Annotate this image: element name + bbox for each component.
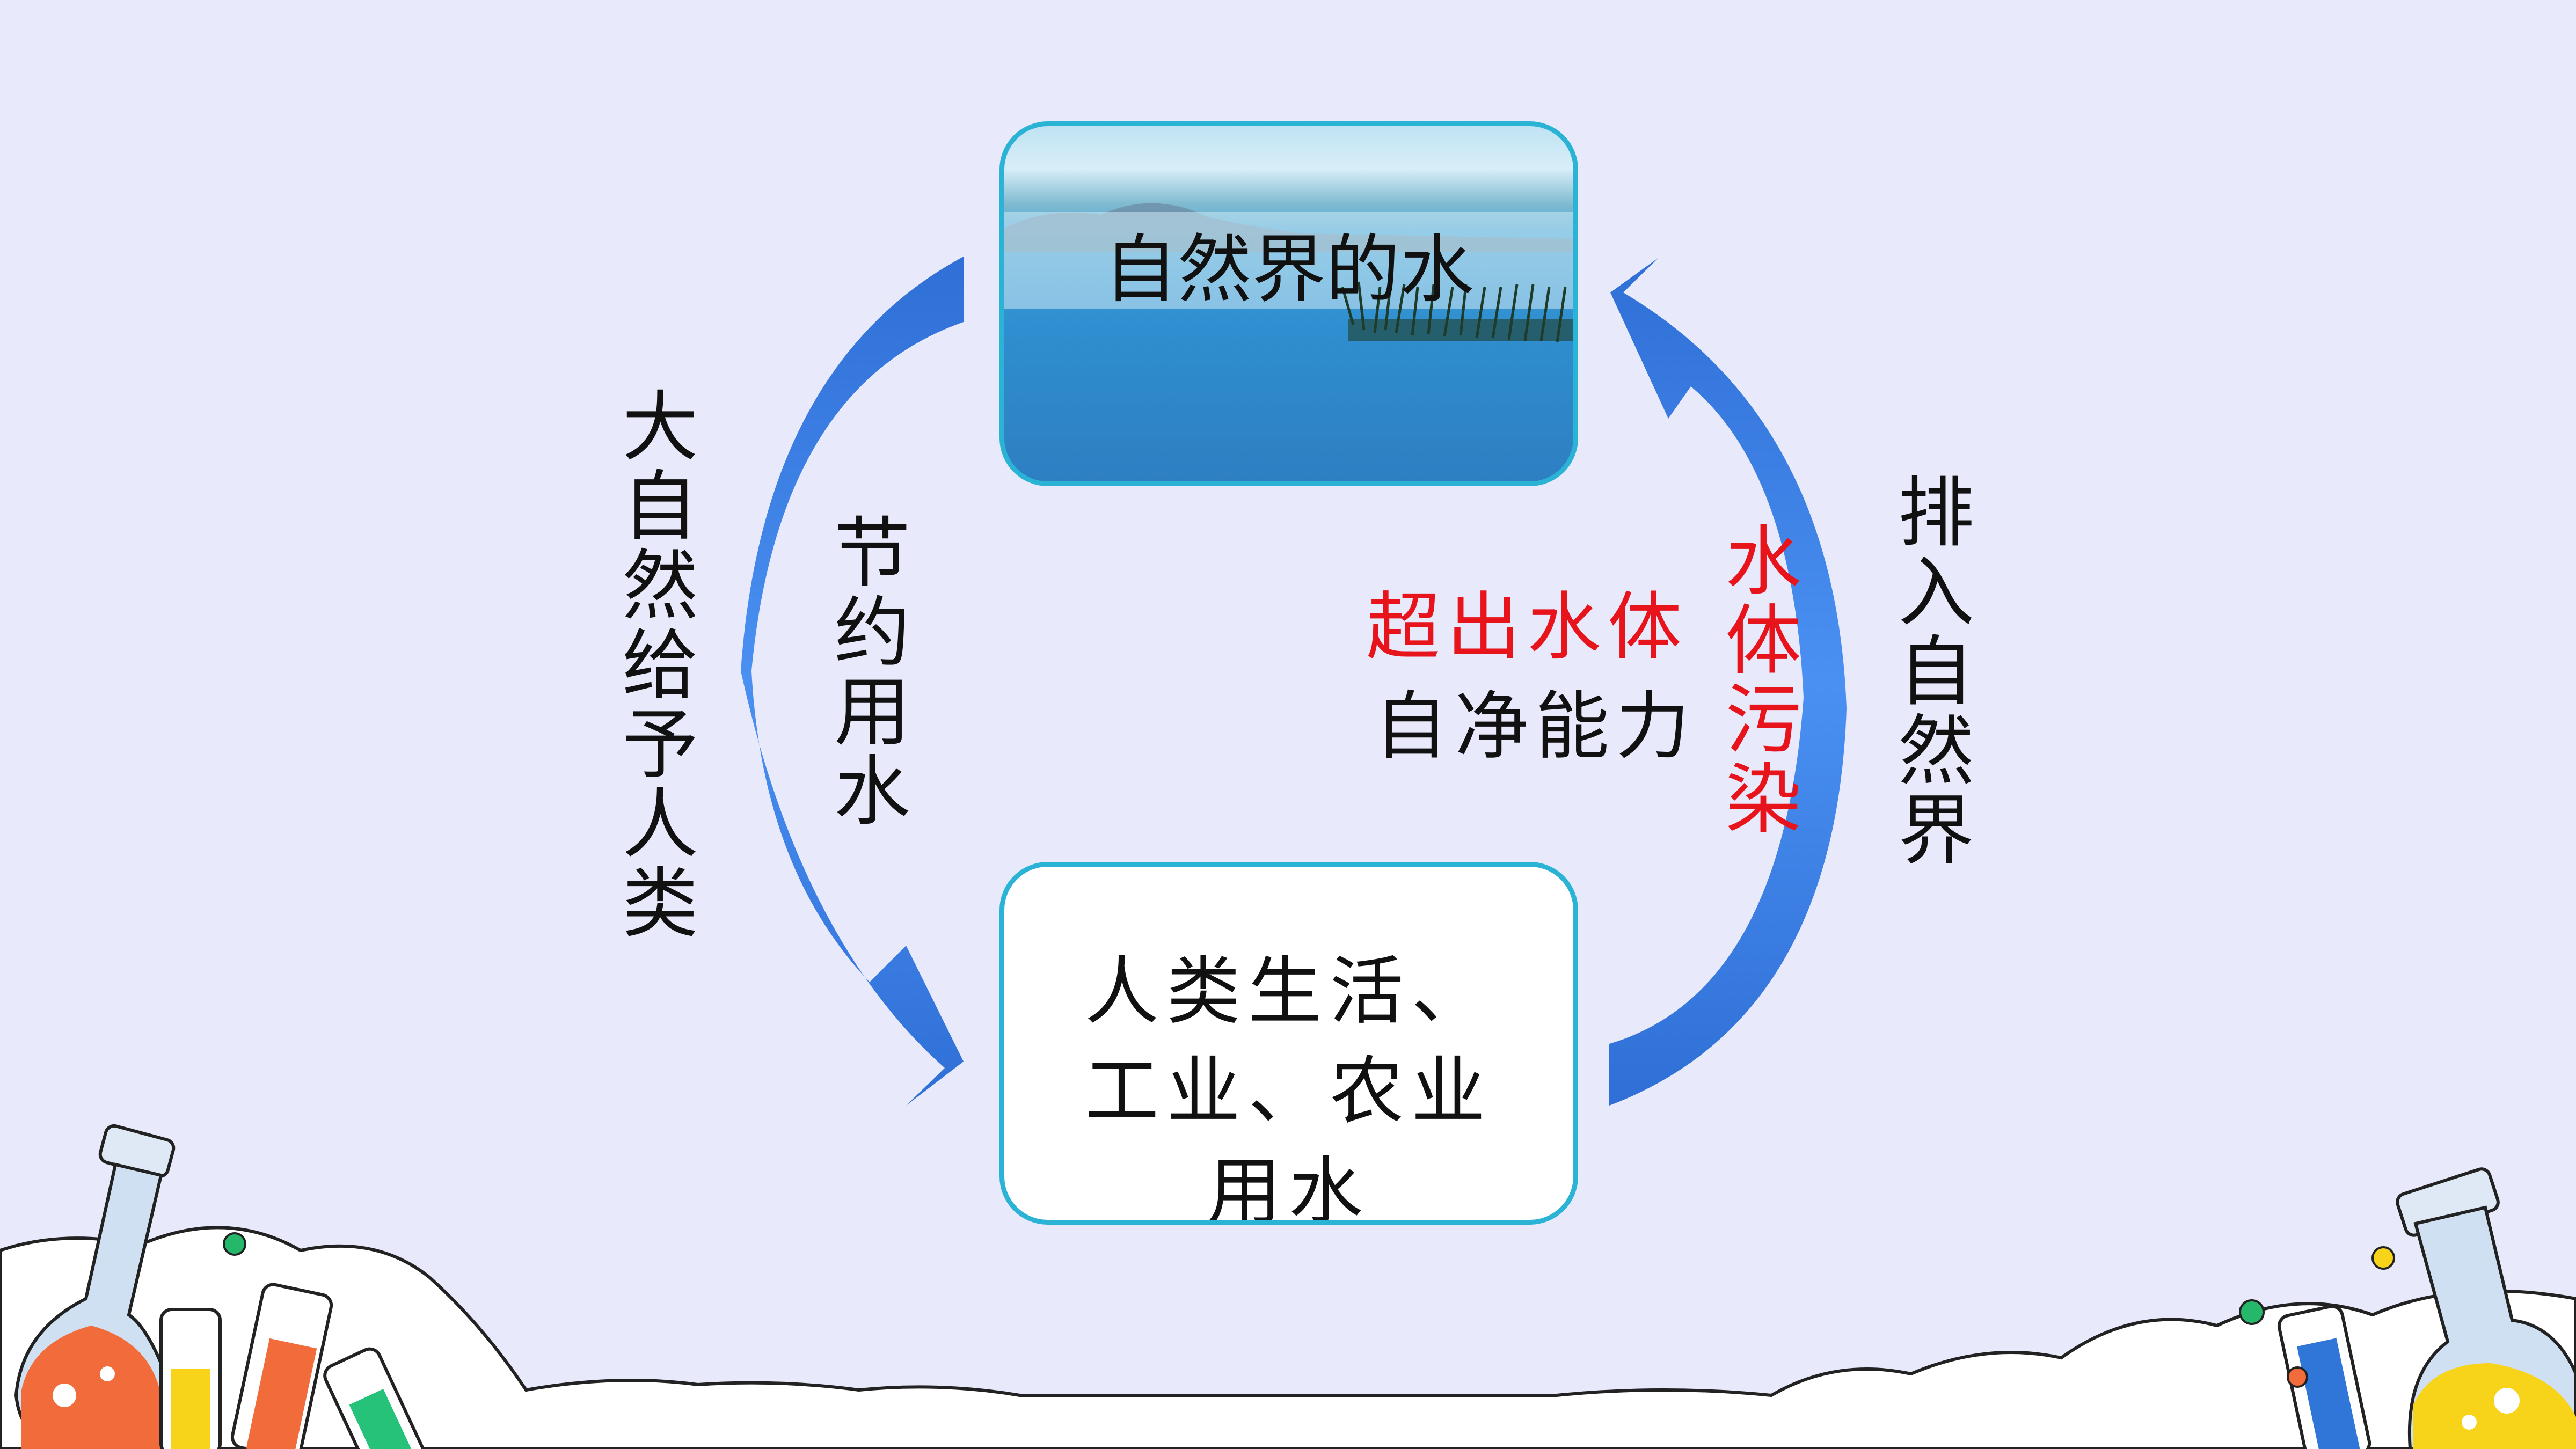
right-outer-label: 排入自然界 [1885, 472, 1973, 869]
left-test-tube-orange-icon [230, 1283, 333, 1449]
right-cycle-arrow [1609, 258, 1847, 1106]
natural-water-label: 自然界的水 [1103, 226, 1474, 313]
middle-line-2: 自净能力 [1374, 683, 1697, 770]
human-use-label: 人类生活、工业、农业用水 [1084, 948, 1493, 1225]
left-test-tube-green-icon [323, 1347, 425, 1449]
left-inner-label: 节约用水 [821, 513, 909, 830]
left-test-tube-yellow-icon [159, 1308, 222, 1449]
right-inner-label: 水体污染 [1712, 521, 1800, 838]
middle-line-1: 超出水体 [1366, 584, 1689, 670]
left-outer-label: 大自然给予人类 [609, 386, 697, 942]
orange-dot [2287, 1366, 2308, 1388]
right-test-tube-blue-icon [2277, 1305, 2371, 1449]
natural-water-node: 自然界的水 [999, 121, 1578, 486]
human-use-node: 人类生活、工业、农业用水 [999, 862, 1578, 1225]
lake-scene-image [1004, 203, 1573, 342]
green-dot-right [2239, 1299, 2265, 1325]
left-flask-icon [14, 1124, 176, 1449]
left-cycle-arrow [741, 257, 964, 1106]
yellow-dot [2371, 1246, 2395, 1270]
green-dot [223, 1232, 246, 1256]
right-flask-icon [2396, 1167, 2576, 1449]
bottom-cloud-shape [0, 1226, 2576, 1449]
